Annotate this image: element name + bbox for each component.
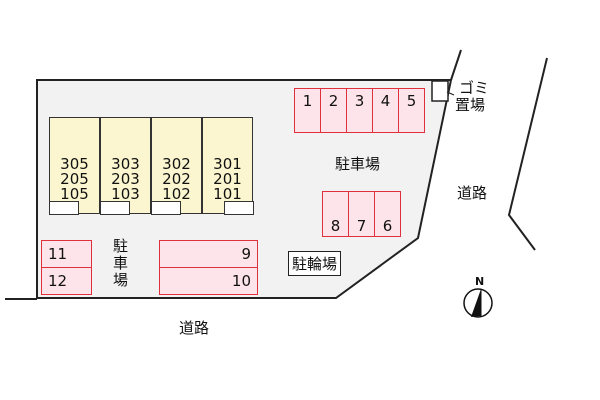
room-number: 202 [162,170,191,188]
bike-parking-label: 駐輪場 [288,251,342,276]
building-unit-302: 302 202 102 [150,117,202,215]
room-number: 205 [60,170,89,188]
compass-north-label: N [475,275,485,288]
east-road-edge [507,57,548,251]
parking-slot-1: 1 [294,88,321,133]
porch [223,200,254,215]
road-label-south: 道路 [179,319,210,337]
room-number: 103 [111,185,140,203]
parking-label-left: 駐車場 [111,238,129,289]
room-number: 302 [162,155,191,173]
parking-slot-7: 7 [348,191,375,237]
parking-slot-3: 3 [346,88,373,133]
room-number: 101 [213,185,242,203]
building-unit-303: 303 203 103 [99,117,151,215]
building-unit-305: 305 205 105 [48,117,100,215]
room-number: 301 [213,155,242,173]
parking-slot-11: 11 [41,240,92,268]
porch [48,200,79,215]
parking-slot-12: 12 [41,267,92,295]
parking-slot-9: 9 [159,240,258,268]
room-number: 303 [111,155,140,173]
parking-slot-6: 6 [374,191,401,237]
garbage-label: ゴミ 置場 [455,79,490,114]
porch [150,200,181,215]
room-number: 201 [213,170,242,188]
room-number: 203 [111,170,140,188]
building-unit-301: 301 201 101 [202,117,254,215]
room-number: 105 [60,185,89,203]
road-label-east: 道路 [457,184,488,202]
parking-slot-4: 4 [372,88,399,133]
parking-slot-10: 10 [159,267,258,295]
room-number: 305 [60,155,89,173]
garbage-box [431,80,449,102]
room-number: 102 [162,185,191,203]
parking-slot-5: 5 [398,88,425,133]
parking-slot-2: 2 [320,88,347,133]
compass-icon [463,288,493,318]
porch [99,200,130,215]
parking-slot-8: 8 [322,191,349,237]
parking-label: 駐車場 [335,155,381,173]
